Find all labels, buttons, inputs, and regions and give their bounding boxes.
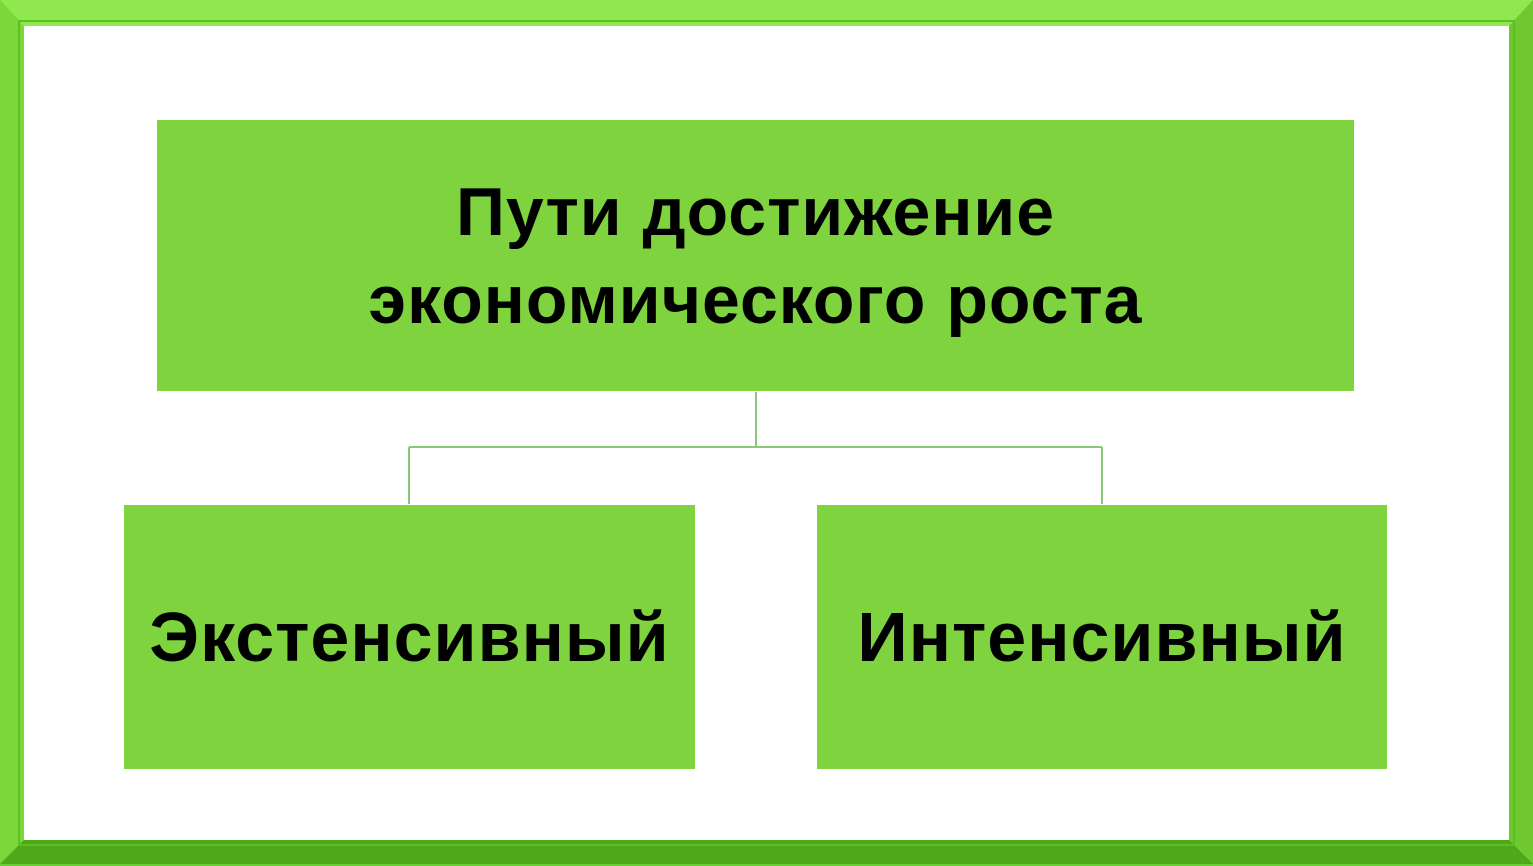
root-node: Пути достижение экономического роста: [157, 120, 1354, 391]
child-node-extensive: Экстенсивный: [124, 505, 695, 769]
child-node-intensive: Интенсивный: [817, 505, 1387, 769]
root-label-line-2: экономического роста: [368, 261, 1143, 338]
child-node-extensive-label: Экстенсивный: [149, 598, 670, 676]
child-node-intensive-label: Интенсивный: [857, 598, 1347, 676]
root-node-label: Пути достижение экономического роста: [369, 168, 1143, 344]
root-label-line-1: Пути достижение: [455, 173, 1056, 250]
